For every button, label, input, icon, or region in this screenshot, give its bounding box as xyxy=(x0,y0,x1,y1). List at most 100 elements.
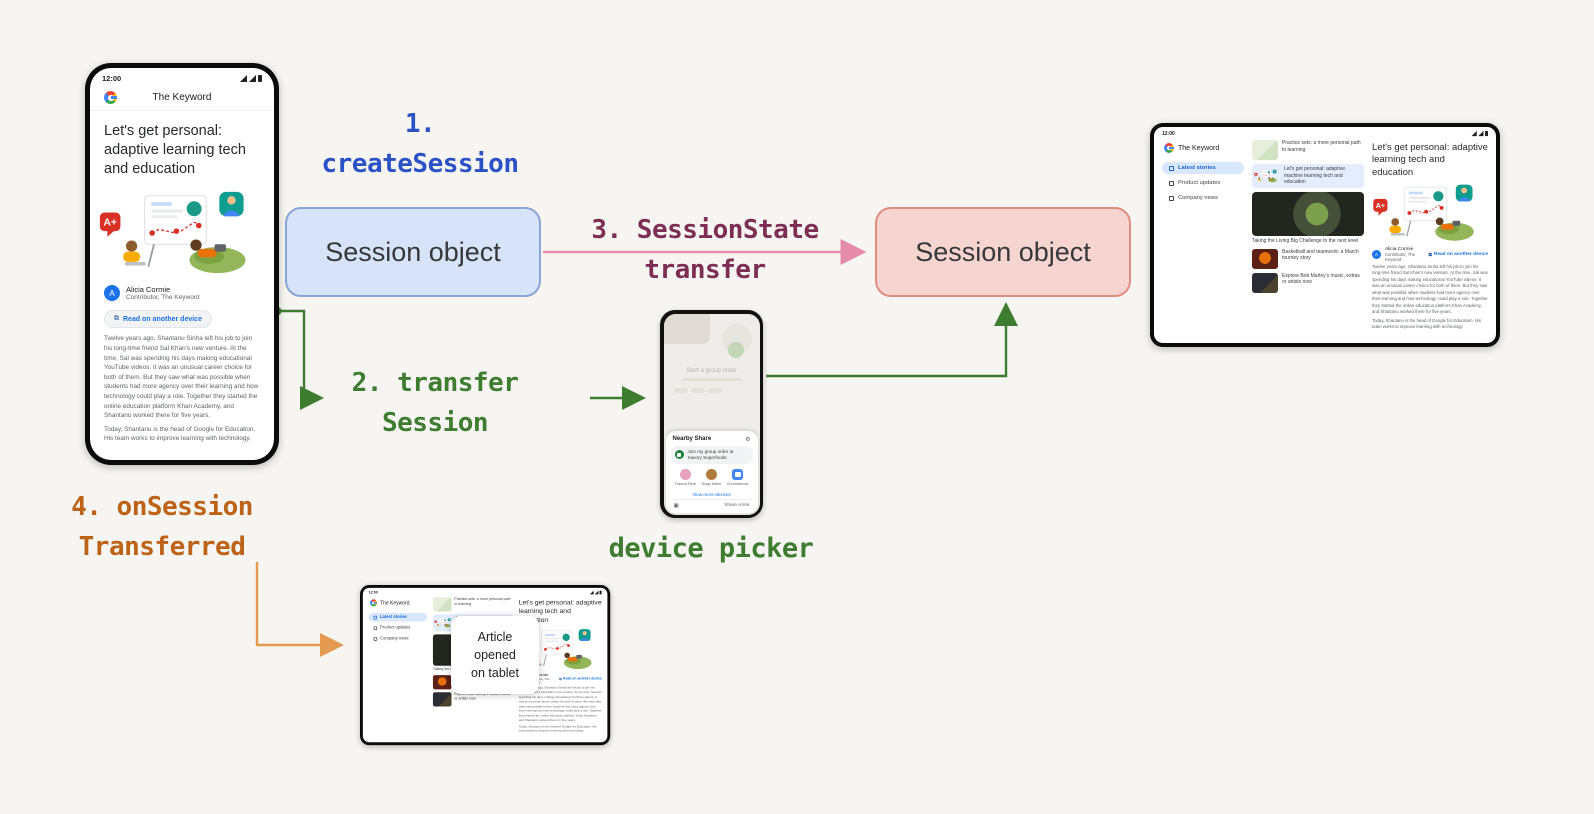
tablet-statusbar: 12:00 xyxy=(363,588,608,596)
author-avatar: A xyxy=(104,285,120,302)
sidebar-item-company-news[interactable]: Company news xyxy=(369,634,428,643)
status-icons xyxy=(589,590,602,595)
sidebar-item-label: Product updates xyxy=(380,625,411,631)
sidebar-item-latest-stories[interactable]: Latest stories xyxy=(368,612,428,622)
sidebar-item-label: Company news xyxy=(380,636,409,641)
tablet-screen: 12:00 The Keyword Latest stories Product… xyxy=(362,587,608,743)
masthead-title: The Keyword xyxy=(1178,144,1220,152)
step2-transfersession-label: 2. transfer Session xyxy=(351,368,519,439)
feed-item[interactable]: Explore Bob Marley's music, extras or ar… xyxy=(1252,272,1364,293)
feed-item-hero[interactable]: Taking the Living Big Challenge to the n… xyxy=(1252,192,1364,245)
device-picker-phone-mockup: Start a group order Nearby Share ⚙ Join … xyxy=(660,310,763,518)
session-object-box-source: Session object xyxy=(285,207,541,297)
feed-item[interactable]: Explore Bob Marley's music, extras or ar… xyxy=(432,691,513,707)
devices-icon: ⧉ xyxy=(1428,252,1432,258)
tablet-sidebar: The Keyword Latest stories Product updat… xyxy=(368,597,428,738)
author-role: Contributor, The Keyword xyxy=(126,294,200,302)
google-logo-icon xyxy=(370,599,378,607)
feed-title: Taking the Living Big Challenge to the n… xyxy=(1252,238,1359,244)
sidebar-item-product-updates[interactable]: Product updates xyxy=(1162,177,1244,189)
feed-item[interactable]: Practice sets: a more personal path to l… xyxy=(1252,140,1364,160)
read-on-another-device-button[interactable]: ⧉ Read on another device xyxy=(104,310,212,329)
phone-screen: 12:00 The Keyword Let's get personal: ad… xyxy=(90,68,274,460)
device-name: Danica Reid xyxy=(675,481,696,486)
phone-mockup: 12:00 The Keyword Let's get personal: ad… xyxy=(85,63,279,465)
read-on-another-device-link[interactable]: ⧉Read on another device xyxy=(1429,252,1488,257)
article-body: Twelve years ago, Shantanu Sinha left hi… xyxy=(1372,264,1488,315)
feed-thumbnail xyxy=(432,597,452,612)
feed-item-selected[interactable]: A+ Let's get personal: adaptive machine … xyxy=(1252,164,1364,188)
nearby-device[interactable]: Hugo Marin xyxy=(699,468,725,487)
dimmed-photo xyxy=(663,313,710,344)
status-icons xyxy=(240,75,262,82)
sidebar-item-company-news[interactable]: Company news xyxy=(1162,192,1244,204)
tablet-tooltip: Article opened on tablet xyxy=(451,616,539,695)
feed-title: Practice sets: a more personal path to l… xyxy=(1282,140,1361,153)
feed-item[interactable]: Basketball and teamwork: a March tourney… xyxy=(1252,248,1364,269)
article-illustration-art: A+ xyxy=(1254,169,1277,183)
author-row: A Alicia Cormie Contributor, The Keyword xyxy=(90,279,274,303)
sidebar-item-product-updates[interactable]: Product updates xyxy=(369,624,428,633)
nearby-device[interactable]: Chromebook xyxy=(725,468,751,487)
phone-masthead: The Keyword xyxy=(90,85,274,111)
author-name: Alicia Cormie xyxy=(126,285,171,295)
feed-thumbnail xyxy=(1252,248,1278,269)
step1-createsession-label: 1. createSession xyxy=(321,109,520,180)
author-role: Contributor, The Keyword xyxy=(1385,252,1415,263)
hero-image xyxy=(1252,192,1364,236)
button-label: Read on another device xyxy=(123,315,202,323)
product-updates-icon xyxy=(1169,180,1174,186)
devices-icon: ⧉ xyxy=(114,315,119,323)
sidebar-item-latest-stories[interactable]: Latest stories xyxy=(1162,162,1244,174)
device-avatar xyxy=(706,468,717,480)
sheet-title: Nearby Share xyxy=(672,436,712,443)
masthead-title: The Keyword xyxy=(152,92,212,103)
feed-title: Basketball and teamwork: a March tourney… xyxy=(1282,248,1359,262)
device-name: Hugo Marin xyxy=(701,481,722,486)
sidebar-item-label: Latest stories xyxy=(380,615,407,620)
read-on-another-device-link[interactable]: ⧉Read on another device xyxy=(559,677,601,681)
nearby-device[interactable]: Danica Reid xyxy=(673,468,699,487)
article-headline: Let's get personal: adaptive learning te… xyxy=(1372,142,1488,178)
author-avatar: A xyxy=(1372,250,1381,260)
status-time: 12:00 xyxy=(1162,130,1175,137)
nearby-share-sheet: Nearby Share ⚙ Join my group order at Sa… xyxy=(665,430,758,513)
share-a-link[interactable]: Share a link xyxy=(724,503,750,508)
feed-thumbnail xyxy=(1252,140,1278,160)
google-logo-icon xyxy=(1164,143,1174,153)
article-illustration: A+ xyxy=(98,187,266,279)
arrow-picker-to-session-object xyxy=(766,302,1018,378)
feed-item[interactable]: Practice sets: a more personal path to l… xyxy=(432,597,513,612)
article-body: Today, Shantanu is the head of Google fo… xyxy=(518,724,597,733)
settings-gear-icon[interactable]: ⚙ xyxy=(745,436,751,443)
device-picker-caption: device picker xyxy=(608,533,814,564)
more-devices-link[interactable]: View more devices xyxy=(692,491,731,497)
nearby-devices-row: Danica Reid Hugo Marin Chromebook xyxy=(671,464,753,489)
tablet-feed-list: Practice sets: a more personal path to l… xyxy=(1252,140,1364,337)
sidebar-item-label: Product updates xyxy=(1178,180,1221,186)
aplus-badge: A+ xyxy=(1376,202,1385,210)
copy-link-icon[interactable]: ▣ xyxy=(673,502,679,509)
dimmed-circle xyxy=(721,323,752,354)
article-body: Twelve years ago, Shantanu Sinha left hi… xyxy=(518,685,602,722)
laptop-device-icon xyxy=(732,468,743,480)
aplus-badge: A+ xyxy=(103,218,116,229)
article-headline: Let's get personal: adaptive learning te… xyxy=(104,123,246,178)
group-order-share-item[interactable]: Join my group order at Savory Superfoods xyxy=(670,445,753,464)
latest-stories-icon xyxy=(373,615,378,619)
article-illustration-art: A+ xyxy=(99,192,246,274)
google-logo-icon xyxy=(104,91,117,104)
feed-thumbnail xyxy=(1252,272,1278,293)
company-news-icon xyxy=(373,636,378,641)
latest-stories-icon xyxy=(1169,165,1174,171)
product-updates-icon xyxy=(373,626,378,630)
article-illustration-art: A+ xyxy=(434,618,451,628)
group-order-title: Start a group order xyxy=(686,367,737,374)
status-time: 12:00 xyxy=(368,590,378,595)
arrow-onsession-transferred xyxy=(255,562,344,657)
feed-title: Practice sets: a more personal path to l… xyxy=(454,597,511,607)
dimmed-avatar xyxy=(727,341,744,358)
step4-onsessiontransferred-label: 4. onSession Transferred xyxy=(71,492,253,563)
feed-title: Explore Bob Marley's music, extras or ar… xyxy=(1282,272,1360,286)
